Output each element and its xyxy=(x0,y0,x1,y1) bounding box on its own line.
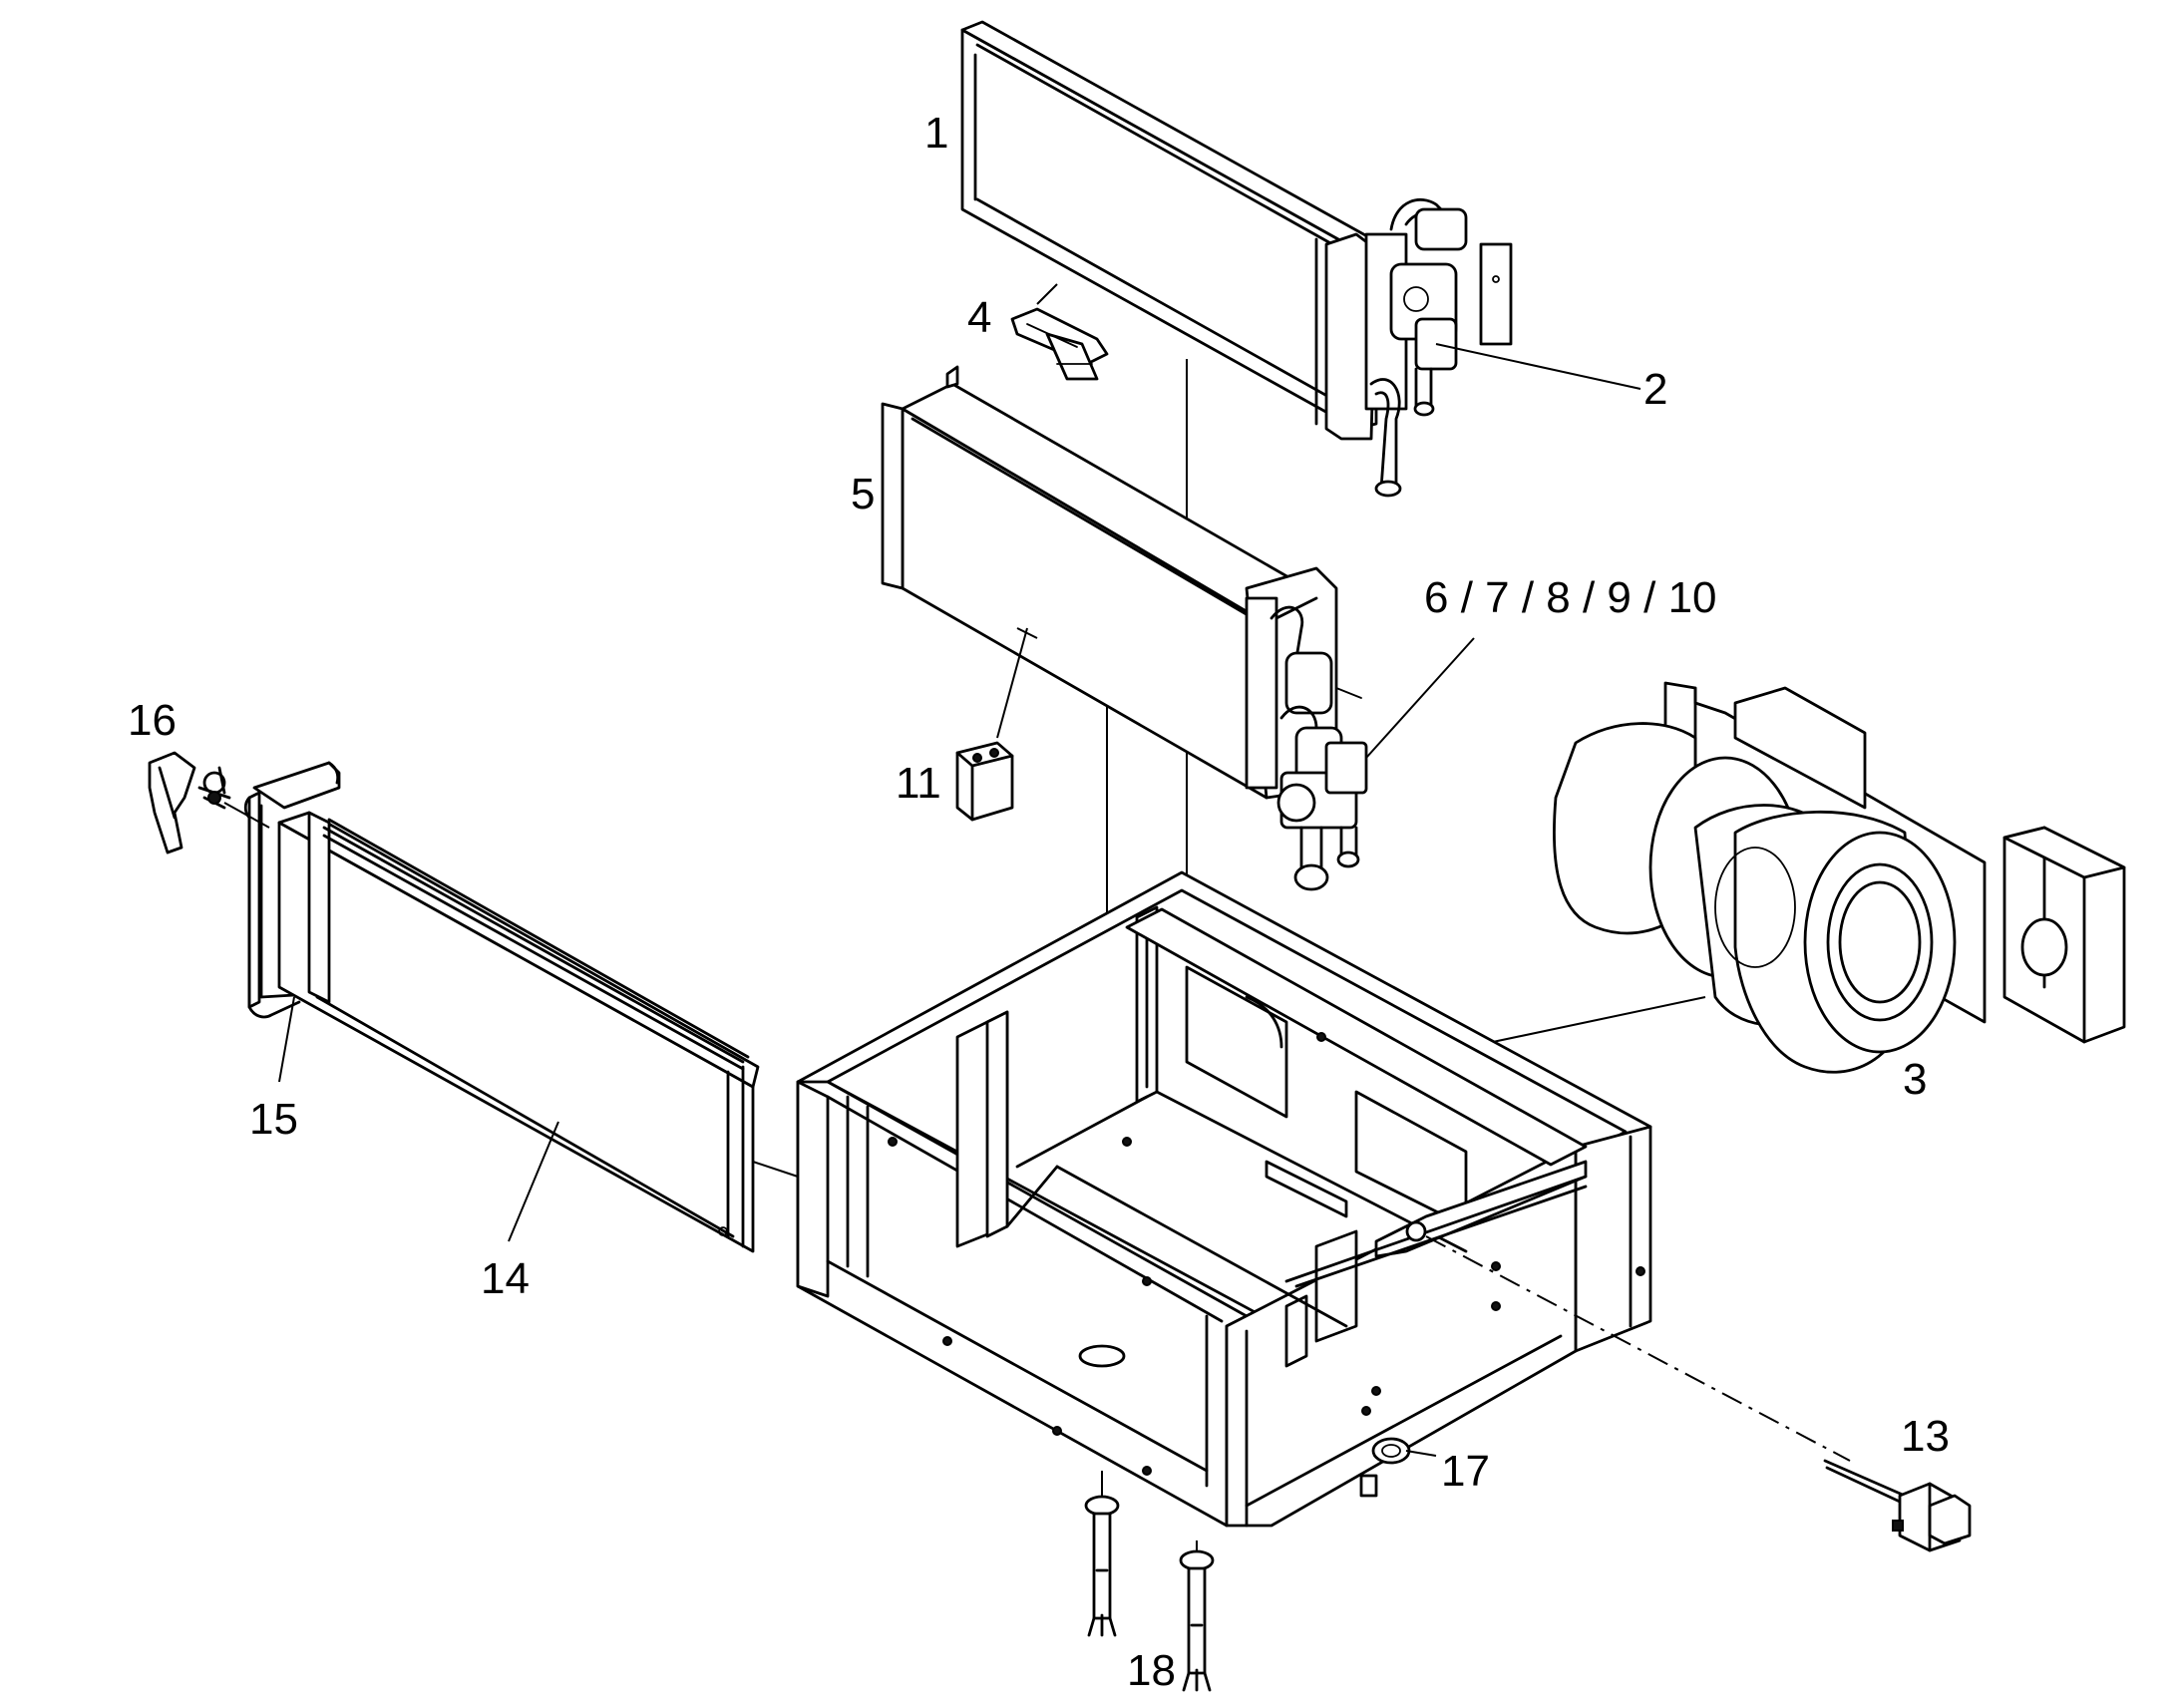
part-14-panel xyxy=(277,811,760,1253)
label-14: 14 xyxy=(481,1254,530,1303)
part-3-blower xyxy=(1553,681,2126,1074)
part-16-latch xyxy=(148,751,231,854)
label-13: 13 xyxy=(1901,1412,1950,1461)
leader-6-10 xyxy=(1365,637,1475,759)
part-labels: 1 2 3 4 5 6 / 7 / 8 / 9 / 10 11 13 14 15… xyxy=(128,109,1950,1695)
label-6-10: 6 / 7 / 8 / 9 / 10 xyxy=(1424,573,1717,622)
leader-11 xyxy=(996,627,1028,739)
label-18: 18 xyxy=(1127,1646,1176,1695)
label-4: 4 xyxy=(967,293,991,342)
part-4-bracket xyxy=(1010,307,1109,381)
leader-17 xyxy=(1405,1450,1437,1457)
label-15: 15 xyxy=(249,1095,298,1144)
leader-panel-axis xyxy=(752,1161,799,1178)
leader-15 xyxy=(278,996,295,1083)
axis-13 xyxy=(1425,1235,1851,1462)
label-2: 2 xyxy=(1643,365,1667,414)
leader-2 xyxy=(1435,343,1641,390)
part-18-feet xyxy=(1084,1471,1215,1692)
part-13-connector xyxy=(1823,1459,1972,1552)
main-cabinet xyxy=(796,870,1652,1528)
leader-14 xyxy=(508,1121,559,1242)
leader-tray-axis xyxy=(1016,627,1038,639)
label-5: 5 xyxy=(851,470,875,518)
part-15-gasket xyxy=(243,761,341,1019)
leader-4 xyxy=(1036,283,1058,305)
label-1: 1 xyxy=(924,109,948,158)
part-2-valve-assembly xyxy=(1364,197,1513,498)
part-6-10-valve-set xyxy=(1245,596,1368,891)
part-11-box xyxy=(955,741,1014,822)
part-1-coil xyxy=(960,20,1378,441)
label-16: 16 xyxy=(128,696,177,745)
label-11: 11 xyxy=(896,759,941,808)
label-3: 3 xyxy=(1903,1055,1927,1104)
label-17: 17 xyxy=(1441,1447,1490,1496)
